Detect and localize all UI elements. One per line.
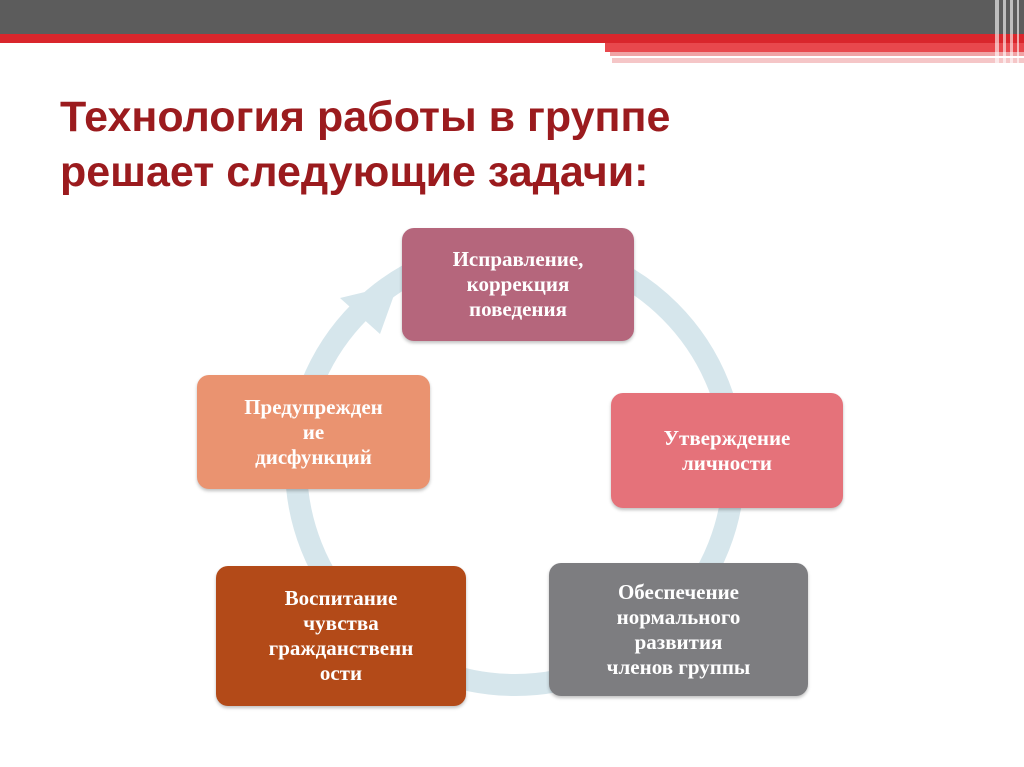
cycle-node-dysfunction-prevention: Предупрежден ие дисфункций	[197, 375, 430, 489]
node-label: Обеспечение нормального развития членов …	[606, 579, 751, 679]
node-label: Утверждение личности	[663, 425, 791, 475]
cycle-node-citizenship-education: Воспитание чувства гражданственн ости	[216, 566, 466, 706]
cycle-node-behavior-correction: Исправление, коррекция поведения	[402, 228, 634, 341]
node-label: Воспитание чувства гражданственн ости	[268, 586, 414, 685]
node-label: Исправление, коррекция поведения	[452, 247, 584, 321]
node-label: Предупрежден ие дисфункций	[244, 394, 383, 469]
cycle-arrow-head-icon	[340, 284, 398, 334]
cycle-node-normal-development: Обеспечение нормального развития членов …	[549, 563, 808, 696]
header-bar	[0, 0, 1024, 70]
slide-title-line-1: Технология работы в группе	[60, 93, 671, 141]
slide-title-line-2: решает следующие задачи:	[60, 148, 649, 196]
cycle-node-personality-affirmation: Утверждение личности	[611, 393, 843, 508]
slide-title: Технология работы в группе решает следую…	[60, 90, 820, 200]
